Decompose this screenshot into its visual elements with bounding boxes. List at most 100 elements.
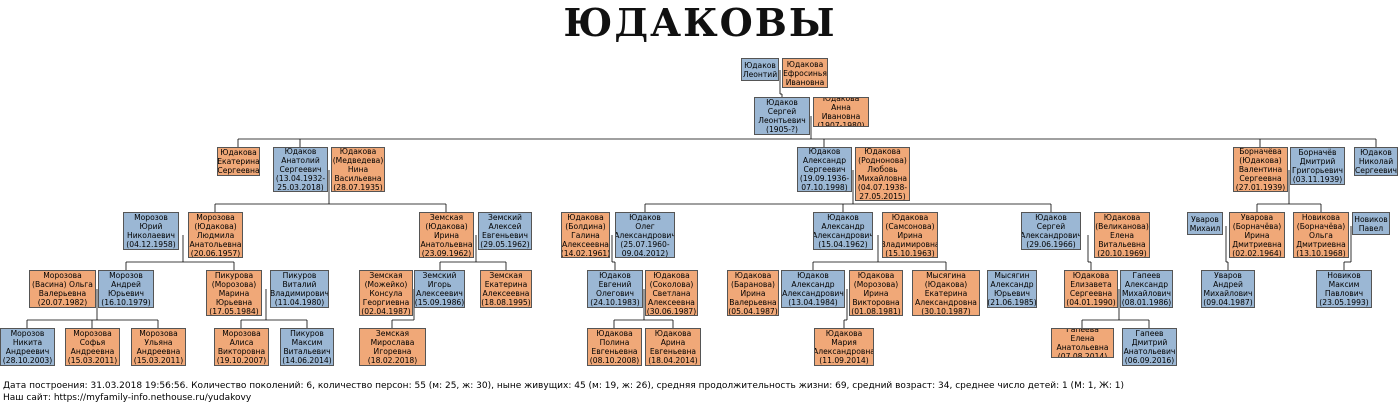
person-card-elena_g[interactable]: Гапеева Елена Анатольевна (07.08.2014) bbox=[1051, 328, 1114, 358]
person-card-lyubov[interactable]: Юдакова (Роднонова) Любовь Михайловна (0… bbox=[855, 147, 910, 201]
person-card-elena_v[interactable]: Юдакова (Великанова) Елена Витальевна (2… bbox=[1094, 212, 1150, 258]
person-card-nikita[interactable]: Морозов Никита Андреевич (28.10.2003) bbox=[0, 328, 55, 366]
person-card-label: Юдакова (Самсонова) Ирина Владимировна (… bbox=[882, 212, 938, 258]
person-card-label: Юдакова (Баранова) Ирина Валерьевна (05.… bbox=[728, 270, 778, 316]
person-card-label: Юдаков Александр Александрович (15.04.19… bbox=[813, 213, 873, 249]
person-card-alisa[interactable]: Морозова Алиса Викторовна (19.10.2007) bbox=[214, 328, 269, 366]
person-card-lyudmila[interactable]: Морозова (Юдакова) Людмила Анатольевна (… bbox=[188, 212, 243, 258]
person-card-leontiy[interactable]: Юдаков Леонтий bbox=[741, 58, 779, 81]
person-card-galina[interactable]: Юдакова (Болдина) Галина Алексеевна (14.… bbox=[561, 212, 610, 258]
person-card-label: Юдакова Полина Евгеньевна (08.10.2008) bbox=[589, 329, 640, 365]
person-card-label: Пикуров Виталий Владимирович (11.04.1980… bbox=[270, 271, 329, 307]
person-card-aleksandr_aa[interactable]: Юдаков Александр Александрович (13.04.19… bbox=[781, 270, 845, 308]
person-card-label: Юдакова (Медведева) Нина Васильевна (28.… bbox=[332, 147, 384, 192]
person-card-label: Мысягин Александр Юрьевич (21.06.1985) bbox=[987, 271, 1037, 307]
person-card-yuriy_m[interactable]: Морозов Юрий Николаевич (04.12.1958) bbox=[123, 212, 179, 250]
person-card-label: Юдаков Александр Александрович (13.04.19… bbox=[782, 271, 844, 307]
person-card-label: Новиков Максим Павлович (23.05.1993) bbox=[1319, 271, 1369, 307]
person-card-sergey_a[interactable]: Юдаков Сергей Александрович (29.06.1966) bbox=[1021, 212, 1081, 250]
person-card-label: Морозова Софья Андреевна (15.03.2011) bbox=[67, 329, 118, 365]
person-card-polina[interactable]: Юдакова Полина Евгеньевна (08.10.2008) bbox=[587, 328, 642, 366]
person-card-irina_s[interactable]: Юдакова (Самсонова) Ирина Владимировна (… bbox=[882, 212, 938, 258]
person-card-label: Борначёва (Юдакова) Валентина Сергеевна … bbox=[1235, 147, 1286, 192]
person-card-miroslava[interactable]: Земская Мирослава Игоревна (18.02.2018) bbox=[359, 328, 426, 366]
person-card-olga_n[interactable]: Новикова (Борначёва) Ольга Дмитриевна (1… bbox=[1293, 212, 1349, 258]
person-card-svetlana[interactable]: Юдакова (Соколова) Светлана Алексеевна (… bbox=[645, 270, 698, 316]
person-card-label: Уваров Андрей Михайлович (09.04.1987) bbox=[1203, 271, 1253, 307]
person-card-ekaterina_z[interactable]: Земская Екатерина Алексеевна (18.08.1995… bbox=[480, 270, 532, 308]
person-card-nina[interactable]: Юдакова (Медведева) Нина Васильевна (28.… bbox=[331, 147, 385, 192]
person-card-elizaveta[interactable]: Юдакова Елизавета Сергеевна (04.01.1990) bbox=[1064, 270, 1118, 308]
person-card-aleksey_z[interactable]: Земский Алексей Евгеньевич (29.05.1962) bbox=[478, 212, 532, 250]
person-card-konsula[interactable]: Земская (Можейко) Консула Георгиевна (02… bbox=[359, 270, 413, 316]
person-card-label: Морозов Никита Андреевич (28.10.2003) bbox=[2, 329, 53, 365]
person-card-valentina[interactable]: Борначёва (Юдакова) Валентина Сергеевна … bbox=[1233, 147, 1288, 192]
person-card-label: Земская Мирослава Игоревна (18.02.2018) bbox=[367, 329, 418, 365]
person-card-label: Борначёв Дмитрий Григорьевич (03.11.1939… bbox=[1292, 148, 1343, 184]
person-card-label: Земская (Можейко) Консула Георгиевна (02… bbox=[361, 270, 411, 316]
person-card-label: Юдаков Сергей Леонтьевич (1905-?) bbox=[758, 98, 806, 134]
person-card-label: Земская Екатерина Алексеевна (18.08.1995… bbox=[481, 271, 531, 307]
person-card-label: Юдакова (Болдина) Галина Алексеевна (14.… bbox=[561, 212, 610, 258]
person-card-label: Юдаков Леонтий bbox=[742, 60, 778, 79]
person-card-aleksandr_my[interactable]: Мысягин Александр Юрьевич (21.06.1985) bbox=[987, 270, 1037, 308]
person-card-nikolay[interactable]: Юдаков Николай Сергеевич bbox=[1354, 147, 1398, 176]
person-card-label: Земский Алексей Евгеньевич (29.05.1962) bbox=[480, 213, 530, 249]
person-card-mariya[interactable]: Юдакова Мария Александровна (11.09.2014) bbox=[814, 328, 874, 366]
person-card-efrosinya[interactable]: Юдакова Ефросинья Ивановна bbox=[782, 58, 828, 88]
person-card-label: Юдакова Мария Александровна (11.09.2014) bbox=[814, 329, 874, 365]
person-card-irina_z[interactable]: Земская (Юдакова) Ирина Анатольевна (23.… bbox=[419, 212, 474, 258]
person-card-label: Гапеев Александр Михайлович (08.01.1986) bbox=[1121, 271, 1172, 307]
person-card-evgeniy[interactable]: Юдаков Евгений Олегович (24.10.1983) bbox=[587, 270, 643, 308]
person-card-andrey_m[interactable]: Морозов Андрей Юрьевич (16.10.1979) bbox=[98, 270, 154, 308]
person-card-maksim_p[interactable]: Пикуров Максим Витальевич (14.06.2014) bbox=[280, 328, 334, 366]
person-card-irina_u[interactable]: Уварова (Борначёва) Ирина Дмитриевна (02… bbox=[1229, 212, 1285, 258]
person-card-ulyana[interactable]: Морозова Ульяна Андреевна (15.03.2011) bbox=[131, 328, 186, 366]
person-card-aleksandr_g[interactable]: Гапеев Александр Михайлович (08.01.1986) bbox=[1120, 270, 1173, 308]
person-card-label: Юдаков Олег Александрович (25.07.1960- 0… bbox=[615, 212, 675, 258]
person-card-ekaterina_s[interactable]: Юдакова Екатерина Сергеевна bbox=[217, 147, 260, 176]
person-card-aleksandr_a[interactable]: Юдаков Александр Александрович (15.04.19… bbox=[813, 212, 873, 250]
person-card-dmitriy_g[interactable]: Гапеев Дмитрий Анатольевич (06.09.2016) bbox=[1122, 328, 1177, 366]
person-card-marina_p[interactable]: Пикурова (Морозова) Марина Юрьевна (17.0… bbox=[206, 270, 262, 316]
person-card-irina_mo[interactable]: Юдакова (Морозова) Ирина Викторовна (01.… bbox=[849, 270, 903, 316]
person-card-label: Гапеев Дмитрий Анатольевич (06.09.2016) bbox=[1123, 329, 1176, 365]
person-card-maksim_n[interactable]: Новиков Максим Павлович (23.05.1993) bbox=[1316, 270, 1372, 308]
person-card-label: Юдакова (Роднонова) Любовь Михайловна (0… bbox=[857, 147, 908, 201]
person-card-dmitriy_b[interactable]: Борначёв Дмитрий Григорьевич (03.11.1939… bbox=[1290, 147, 1345, 185]
page-title: ЮДАКОВЫ bbox=[563, 0, 837, 45]
person-card-label: Юдакова Ефросинья Ивановна bbox=[783, 59, 827, 87]
person-card-label: Новикова (Борначёва) Ольга Дмитриевна (1… bbox=[1296, 212, 1346, 258]
person-card-sofya[interactable]: Морозова Софья Андреевна (15.03.2011) bbox=[65, 328, 120, 366]
person-card-label: Земская (Юдакова) Ирина Анатольевна (23.… bbox=[420, 212, 473, 258]
person-card-andrey_u[interactable]: Уваров Андрей Михайлович (09.04.1987) bbox=[1201, 270, 1255, 308]
person-card-mikhail_u[interactable]: Уваров Михаил bbox=[1187, 212, 1223, 235]
person-card-olga_m[interactable]: Морозова (Васина) Ольга Валерьевна (20.0… bbox=[29, 270, 96, 308]
person-card-arina[interactable]: Юдакова Арина Евгеньевна (18.04.2014) bbox=[645, 328, 701, 366]
person-card-label: Юдакова (Соколова) Светлана Алексеевна (… bbox=[646, 270, 697, 316]
person-card-label: Юдаков Анатолий Сергеевич (13.04.1932- 2… bbox=[275, 147, 326, 192]
person-card-label: Юдакова Арина Евгеньевна (18.04.2014) bbox=[648, 329, 698, 365]
person-card-oleg[interactable]: Юдаков Олег Александрович (25.07.1960- 0… bbox=[615, 212, 675, 258]
person-card-label: Уваров Михаил bbox=[1189, 214, 1221, 233]
person-card-pavel_n[interactable]: Новиков Павел bbox=[1352, 212, 1390, 235]
person-card-label: Пикуров Максим Витальевич (14.06.2014) bbox=[282, 329, 332, 365]
person-card-ekaterina_my[interactable]: Мысягина (Юдакова) Екатерина Александров… bbox=[912, 270, 980, 316]
person-card-label: Гапеева Елена Анатольевна (07.08.2014) bbox=[1056, 328, 1109, 358]
person-card-label: Юдаков Александр Сергеевич (19.09.1936- … bbox=[799, 147, 850, 192]
footer-stats: Дата построения: 31.03.2018 19:56:56. Ко… bbox=[3, 381, 1124, 391]
person-card-aleksandr_s[interactable]: Юдаков Александр Сергеевич (19.09.1936- … bbox=[797, 147, 852, 192]
person-card-label: Юдакова (Великанова) Елена Витальевна (2… bbox=[1095, 212, 1149, 258]
person-card-sergey1[interactable]: Юдаков Сергей Леонтьевич (1905-?) bbox=[754, 97, 810, 135]
person-card-anna[interactable]: Юдакова Анна Ивановна (1907-1980) bbox=[813, 97, 869, 127]
person-card-label: Морозов Андрей Юрьевич (16.10.1979) bbox=[101, 271, 151, 307]
person-card-label: Пикурова (Морозова) Марина Юрьевна (17.0… bbox=[209, 270, 259, 316]
person-card-irina_b[interactable]: Юдакова (Баранова) Ирина Валерьевна (05.… bbox=[727, 270, 779, 316]
person-card-igor_z[interactable]: Земский Игорь Алексеевич (15.09.1986) bbox=[414, 270, 465, 308]
person-card-label: Земский Игорь Алексеевич (15.09.1986) bbox=[414, 271, 465, 307]
person-card-anatoliy[interactable]: Юдаков Анатолий Сергеевич (13.04.1932- 2… bbox=[273, 147, 328, 192]
person-card-label: Уварова (Борначёва) Ирина Дмитриевна (02… bbox=[1232, 212, 1282, 258]
person-card-label: Юдакова Елизавета Сергеевна (04.01.1990) bbox=[1066, 271, 1116, 307]
person-card-vitaliy_p[interactable]: Пикуров Виталий Владимирович (11.04.1980… bbox=[270, 270, 329, 308]
